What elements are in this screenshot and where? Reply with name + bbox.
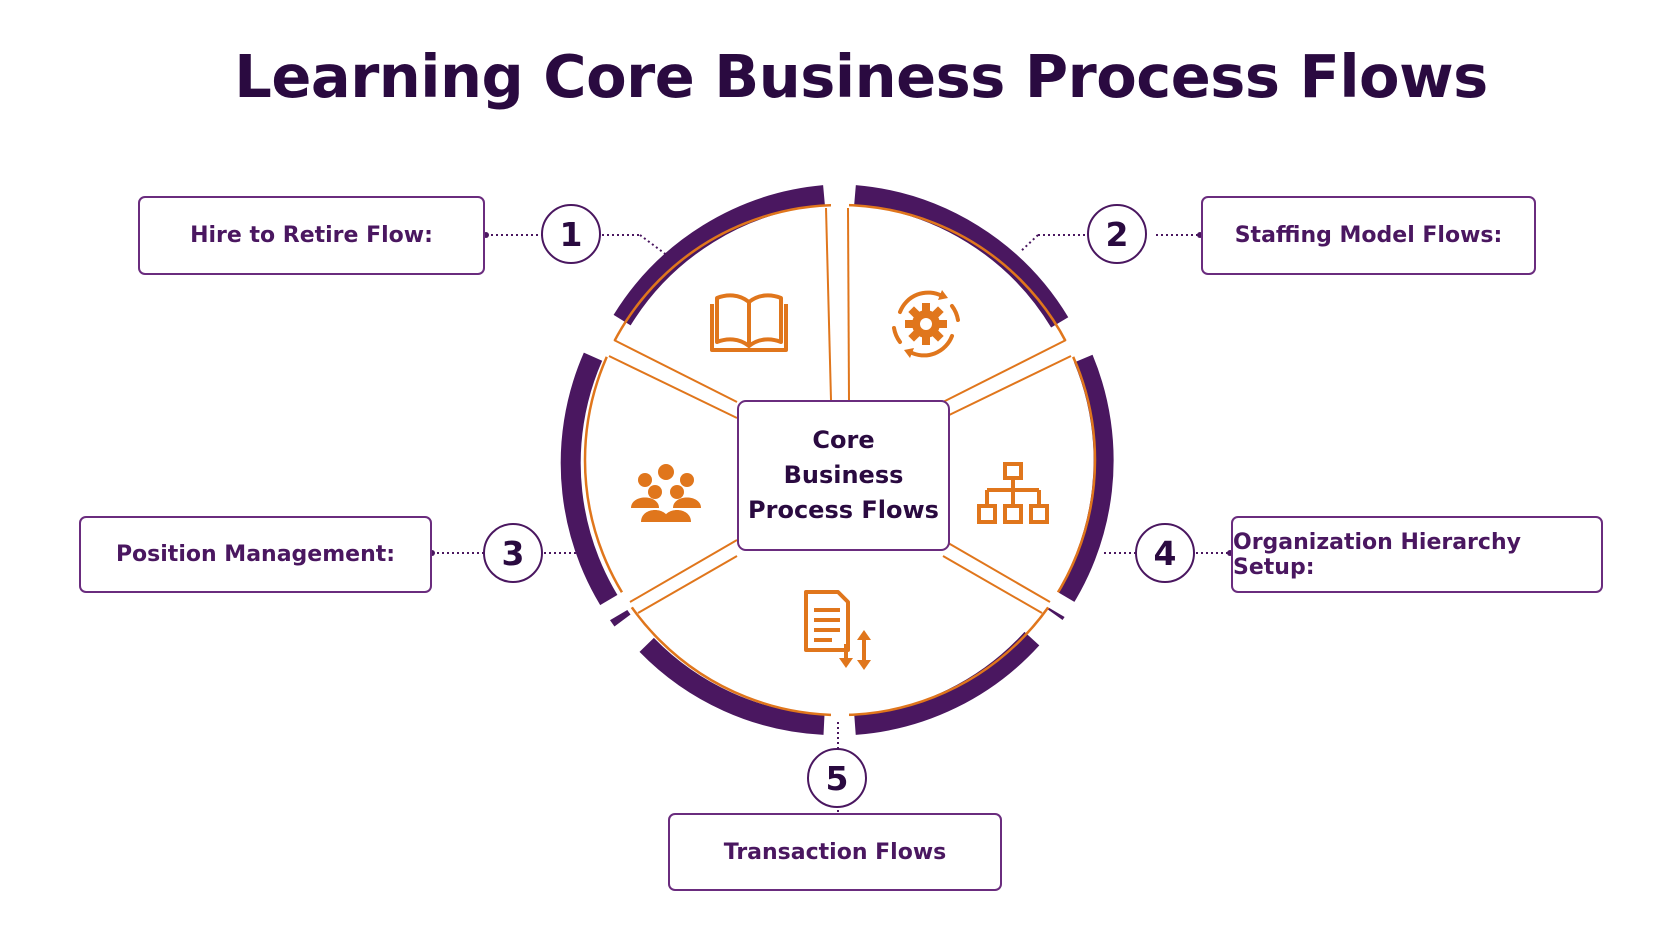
center-hub: Core Business Process Flows [737,400,950,551]
page-title: Learning Core Business Process Flows [234,42,1488,111]
rim-segment-2 [854,185,1069,328]
spoke-9 [942,539,1051,603]
step-number-5: 5 [807,748,867,808]
spoke-2 [847,207,850,401]
spoke-10 [942,555,1043,614]
staffing-model-label: Staffing Model Flows: [1234,223,1503,248]
connector-2c [1019,234,1039,253]
connector-1c [639,234,669,257]
step-number-4: 4 [1135,523,1195,583]
center-line-2: Business [783,461,904,489]
spoke-7 [629,539,738,603]
staffing-model-box[interactable]: Staffing Model Flows: [1201,196,1536,275]
rim-segment-5b [639,637,825,735]
position-management-box[interactable]: Position Management: [79,516,432,593]
step-number-2: 2 [1087,204,1147,264]
spoke-8 [637,555,738,614]
spoke-4 [608,355,738,419]
transaction-flows-label: Transaction Flows [723,839,947,865]
rim-segment-1 [613,185,825,326]
rim-segment-5 [854,631,1040,735]
rim-segment-3 [560,352,631,627]
center-line-3: Process Flows [748,496,939,524]
step-number-1: 1 [541,204,601,264]
hire-to-retire-label: Hire to Retire Flow: [190,223,433,248]
organization-hierarchy-box[interactable]: Organization Hierarchy Setup: [1231,516,1603,593]
organization-hierarchy-label: Organization Hierarchy Setup: [1233,529,1521,580]
spoke-6 [942,355,1072,419]
hire-to-retire-box[interactable]: Hire to Retire Flow: [138,196,485,275]
document-transfer-icon [804,590,871,670]
transaction-flows-box[interactable]: Transaction Flows [668,813,1002,891]
org-chart-icon [977,462,1049,524]
book-icon [710,293,788,352]
step-number-3: 3 [483,523,543,583]
spoke-3 [613,339,738,403]
position-management-label: Position Management: [115,542,396,567]
rim-segment-4 [1046,354,1114,621]
gear-cycle-icon [892,290,960,358]
spoke-5 [942,339,1067,403]
center-line-1: Core [812,426,875,454]
spoke-1 [825,207,832,401]
people-group-icon [631,464,701,522]
